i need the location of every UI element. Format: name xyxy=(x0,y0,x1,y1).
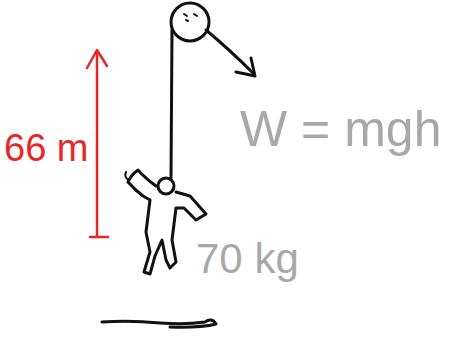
ground xyxy=(102,320,216,327)
pull-arrowhead xyxy=(236,58,255,76)
work-formula: W = mgh xyxy=(240,102,441,157)
pulley-face xyxy=(184,14,197,21)
pull-rope xyxy=(206,30,254,74)
mass-label: 70 kg xyxy=(196,236,299,282)
pulley-wheel xyxy=(171,3,209,41)
rope xyxy=(171,30,172,178)
height-arrow xyxy=(87,50,108,237)
height-dimension: 66 m xyxy=(4,128,88,170)
person-figure xyxy=(125,170,206,274)
